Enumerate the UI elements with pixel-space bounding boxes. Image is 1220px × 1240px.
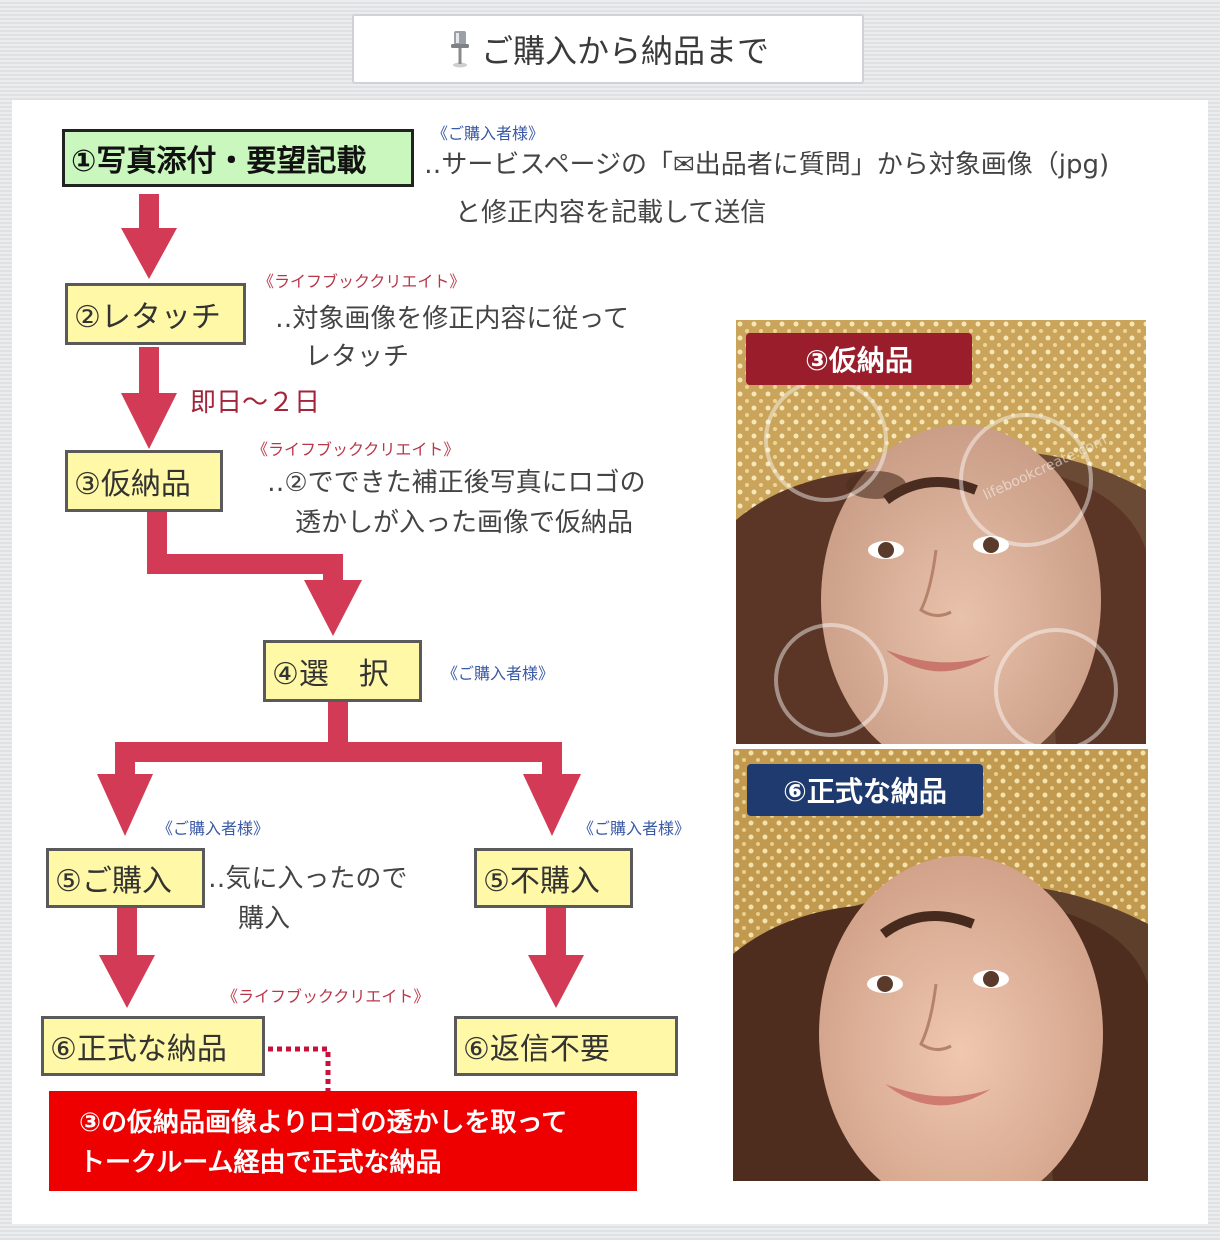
step-5b-actor: 《ご購入者様》 [578,819,691,838]
pushpin-icon [447,29,473,69]
step-5b-label: ⑤不購入 [483,864,600,899]
step-6a-box: ⑥正式な納品 [41,1016,265,1076]
step-1-box: ①写真添付・要望記載 [62,129,414,187]
step-2-duration: 即日～２日 [190,388,321,418]
final-badge-label: ⑥正式な納品 [783,775,947,808]
portrait-illustration-final [733,749,1148,1181]
step-6b-box: ⑥返信不要 [454,1016,678,1076]
step-3-desc-2: 透かしが入った画像で仮納品 [295,508,634,538]
step-6a-label: ⑥正式な納品 [50,1032,227,1067]
step-5a-box: ⑤ご購入 [46,848,205,908]
step-5a-label: ⑤ご購入 [55,864,172,899]
step-2-box: ②レタッチ [65,283,246,345]
arrow-down-1 [121,228,177,279]
provisional-photo: lifebookcreate.com ③仮納品 [736,320,1146,744]
provisional-badge-label: ③仮納品 [805,344,913,377]
step-4-box: ④選 択 [263,640,422,702]
final-badge: ⑥正式な納品 [747,764,983,816]
arrow-down-5b [528,955,584,1008]
page-title: ご購入から納品まで [480,32,769,70]
dotted-connector [268,1046,331,1092]
step-2-desc-1: ‥対象画像を修正内容に従って [275,304,630,334]
step-3-desc-1: ‥②でできた補正後写真にロゴの [267,468,646,498]
provisional-badge: ③仮納品 [746,333,972,385]
final-note-line-2: トークルーム経由で正式な納品 [79,1148,442,1178]
step-3-actor: 《ライフブッククリエイト》 [252,440,460,459]
arrow-down-5a [99,955,155,1008]
step-4-label: ④選 択 [272,657,389,692]
step-2-actor: 《ライフブッククリエイト》 [258,272,466,291]
step-5a-desc-2: 購入 [238,904,291,934]
step-1-actor: 《ご購入者様》 [432,124,545,143]
arrow-down-left [97,774,153,836]
step-1-desc-2: と修正内容を記載して送信 [455,198,767,228]
title-box: ご購入から納品まで [352,14,864,84]
step-2-desc-2: レタッチ [305,342,410,372]
step-5a-actor: 《ご購入者様》 [157,819,270,838]
step-3-label: ③仮納品 [74,467,191,502]
final-delivery-banner: ③の仮納品画像よりロゴの透かしを取って トークルーム経由で正式な納品 [49,1091,637,1191]
step-5b-box: ⑤不購入 [474,848,633,908]
step-2-label: ②レタッチ [74,300,221,335]
arrow-down-right [523,774,581,836]
step-6a-actor: 《ライフブッククリエイト》 [222,987,430,1006]
final-photo: ⑥正式な納品 [733,749,1148,1181]
step-6b-label: ⑥返信不要 [463,1032,610,1067]
arrow-down-2 [121,393,177,449]
step-5a-desc-1: ‥気に入ったので [208,864,408,894]
step-4-actor: 《ご購入者様》 [442,664,555,683]
step-3-box: ③仮納品 [65,450,223,512]
step-1-desc-1: ‥サービスページの「✉出品者に質問」から対象画像（jpg) [424,150,1110,180]
arrow-down-3 [304,580,362,636]
final-note-line-1: ③の仮納品画像よりロゴの透かしを取って [79,1108,568,1138]
step-1-label: ①写真添付・要望記載 [71,144,367,179]
